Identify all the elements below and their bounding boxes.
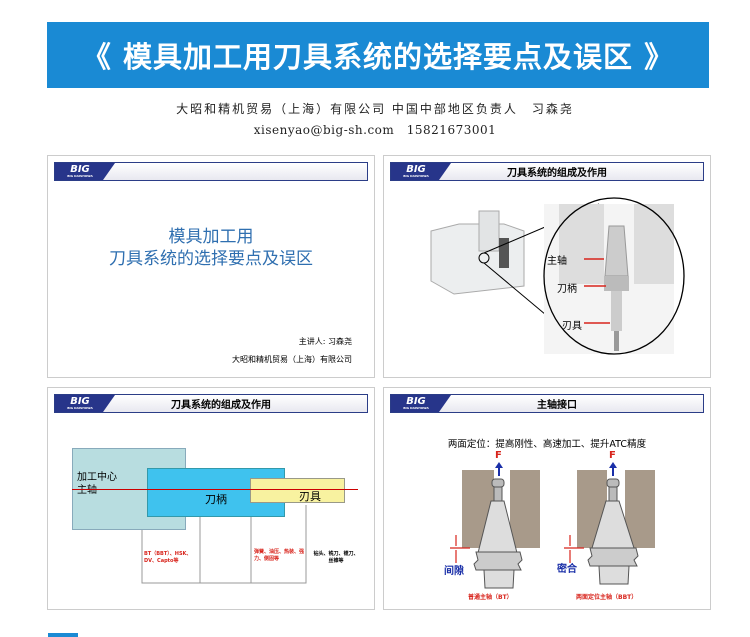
slide-title-line1: 模具加工用 — [168, 227, 254, 247]
force-label-bt: F — [495, 450, 502, 461]
slide-title-line2: 刀具系统的选择要点及误区 — [109, 249, 313, 269]
subtitle: 两面定位：提高刚性、高速加工、提升ATC精度 — [447, 439, 647, 450]
taper-illustrations — [450, 462, 655, 589]
centerline — [72, 489, 358, 490]
label-spindle: 主轴 — [547, 256, 567, 267]
gap-label: 间隙 — [444, 566, 464, 577]
bracket-lines — [141, 505, 307, 584]
note-holder: 弹簧、油压、热装、强力、侧固等 — [254, 549, 305, 562]
force-label-bbt: F — [609, 450, 616, 461]
tight-label: 密合 — [557, 564, 577, 575]
author-line: 大昭和精机贸易（上海）有限公司 中国中部地区负责人 习森尧 — [176, 102, 574, 116]
note-interface: BT（BBT）、HSK、DV、Capto等 — [144, 551, 192, 564]
tool-box: 刃具 — [250, 478, 345, 503]
label-holder: 刀柄 — [557, 284, 577, 295]
company: 大昭和精机贸易（上海）有限公司 — [232, 355, 352, 364]
contact-line: xisenyao@big-sh.com 15821673001 — [253, 123, 497, 137]
page-banner: 《 模具加工用刀具系统的选择要点及误区 》 — [47, 22, 709, 88]
caption-bt: 普通主轴（BT） — [468, 594, 513, 601]
note-tool: 钻头、铣刀、镗刀、丝锥等 — [313, 551, 359, 564]
machine-illustration — [430, 197, 685, 355]
speaker: 主讲人: 习森尧 — [298, 337, 352, 346]
caption-bbt: 两面定位主轴（BBT） — [576, 594, 638, 601]
label-tool: 刃具 — [562, 321, 582, 332]
footer-bar — [48, 633, 78, 637]
